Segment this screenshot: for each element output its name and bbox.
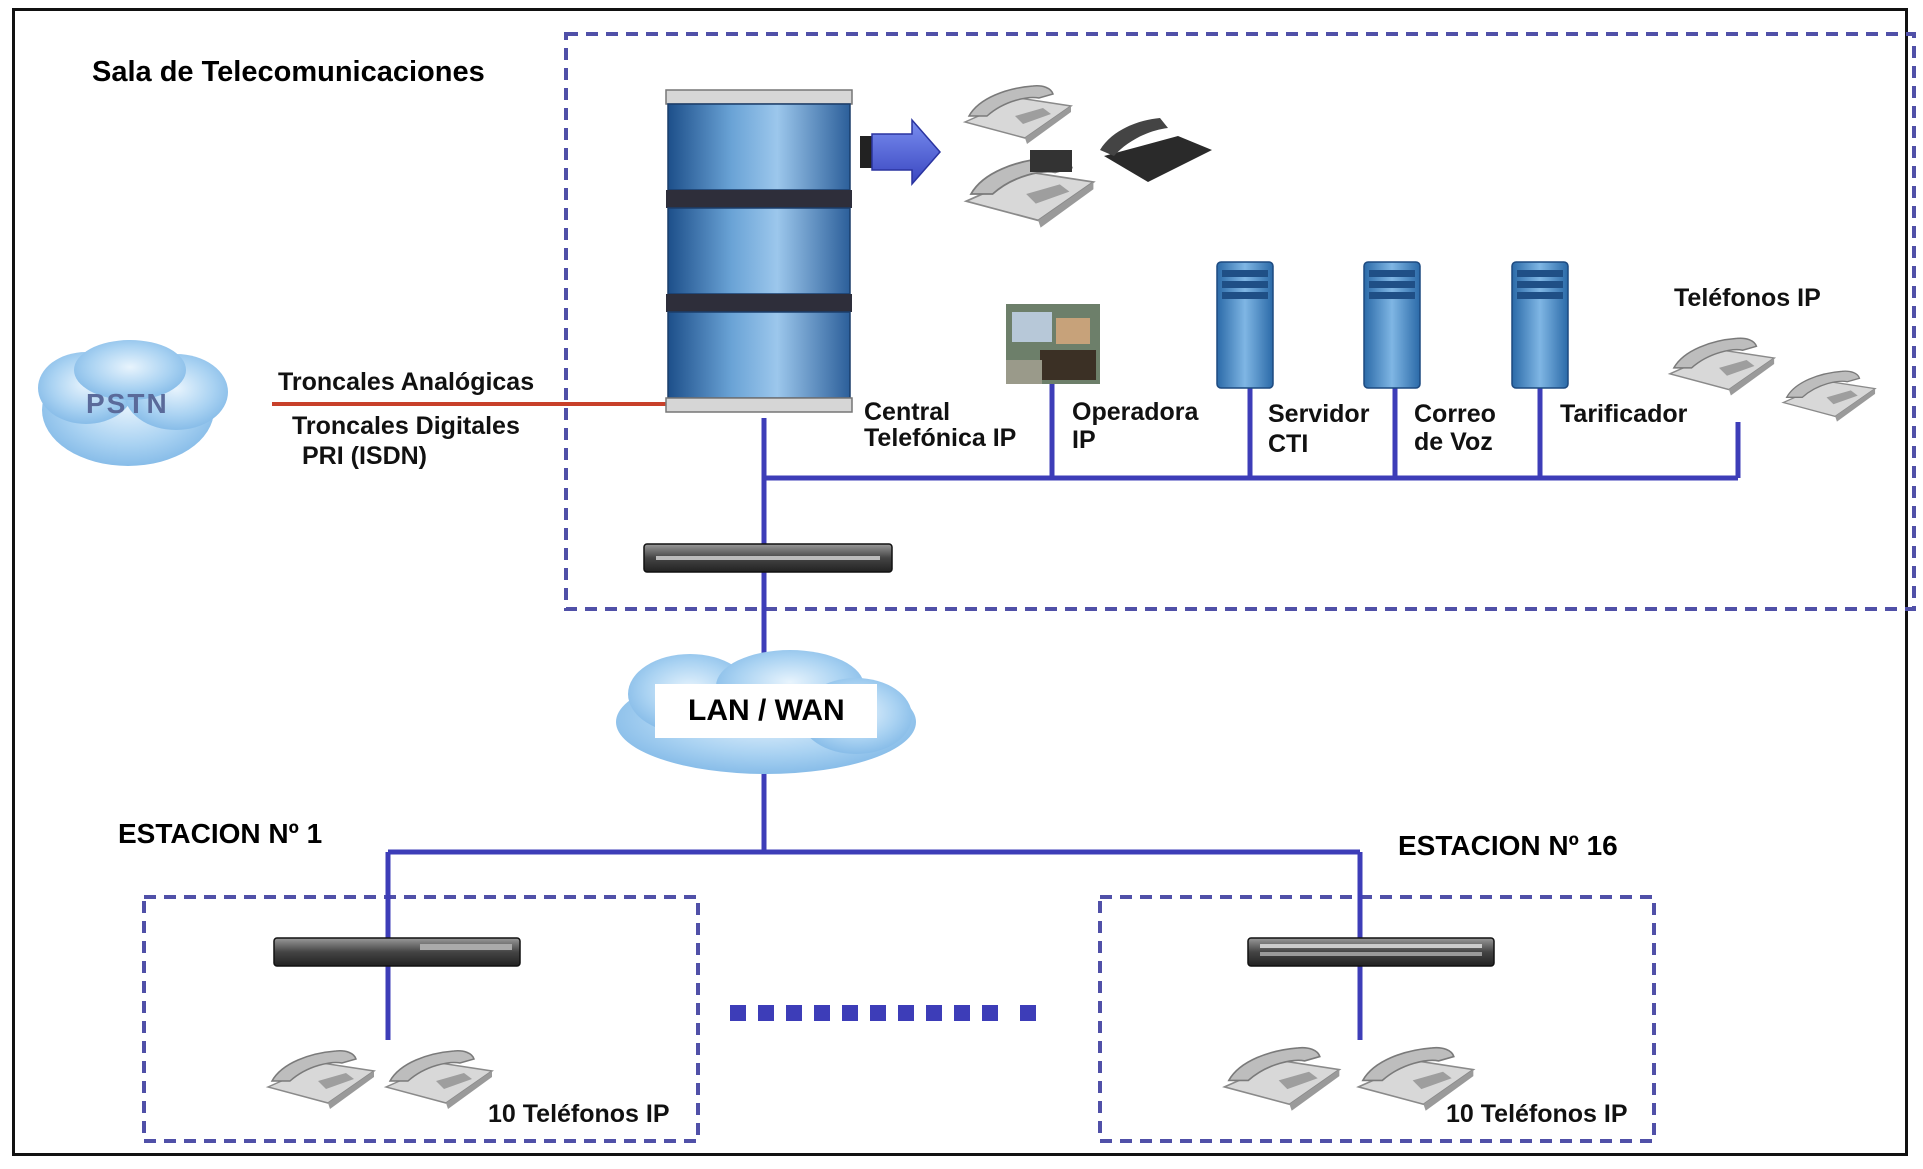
ip-phones-icon [1669,337,1876,423]
station-16-phones-label: 10 Teléfonos IP [1446,1100,1628,1128]
operator-label-line1: Operadora [1072,398,1199,426]
billing-server-icon [1511,261,1569,389]
pstn-cloud-icon [38,340,228,466]
telecom-room-title: Sala de Telecomunicaciones [92,56,485,88]
station-16-label: ESTACION Nº 16 [1398,830,1618,861]
lan-wan-label: LAN / WAN [688,694,845,727]
lan-wan-cloud-icon [616,650,916,774]
cti-server-icon [1216,261,1274,389]
network-links [385,384,1741,1040]
pbx-rack-icon [665,89,853,413]
stations-ellipsis [730,1005,1036,1021]
station-1-label: ESTACION Nº 1 [118,818,323,849]
voicemail-label-line1: Correo [1414,400,1496,428]
billing-label: Tarificador [1560,400,1688,428]
station-16-switch-icon [1247,937,1495,967]
operator-workstation-icon [1006,304,1100,384]
analog-phones-icon [964,85,1212,229]
station-1-phones-icon [267,1050,493,1110]
voicemail-server-icon [1363,261,1421,389]
station-16-phones-icon [1223,1046,1475,1112]
ip-phones-label: Teléfonos IP [1674,284,1821,312]
core-switch-icon [643,543,893,573]
arrow-right-icon [860,118,941,186]
operator-label-line2: IP [1072,426,1096,454]
station-1-switch-icon [273,937,521,967]
pstn-label: PSTN [86,388,169,419]
diagram-frame [12,8,1908,1156]
digital-trunks-label: Troncales Digitales [292,412,520,440]
station-1-phones-label: 10 Teléfonos IP [488,1100,670,1128]
pri-label: PRI (ISDN) [302,442,427,470]
central-label-line2: Telefónica IP [864,424,1017,452]
cti-label-line2: CTI [1268,430,1309,458]
cti-label-line1: Servidor [1268,400,1370,428]
voicemail-label-line2: de Voz [1414,428,1493,456]
analog-trunks-label: Troncales Analógicas [278,368,535,396]
central-label-line1: Central [864,398,951,426]
